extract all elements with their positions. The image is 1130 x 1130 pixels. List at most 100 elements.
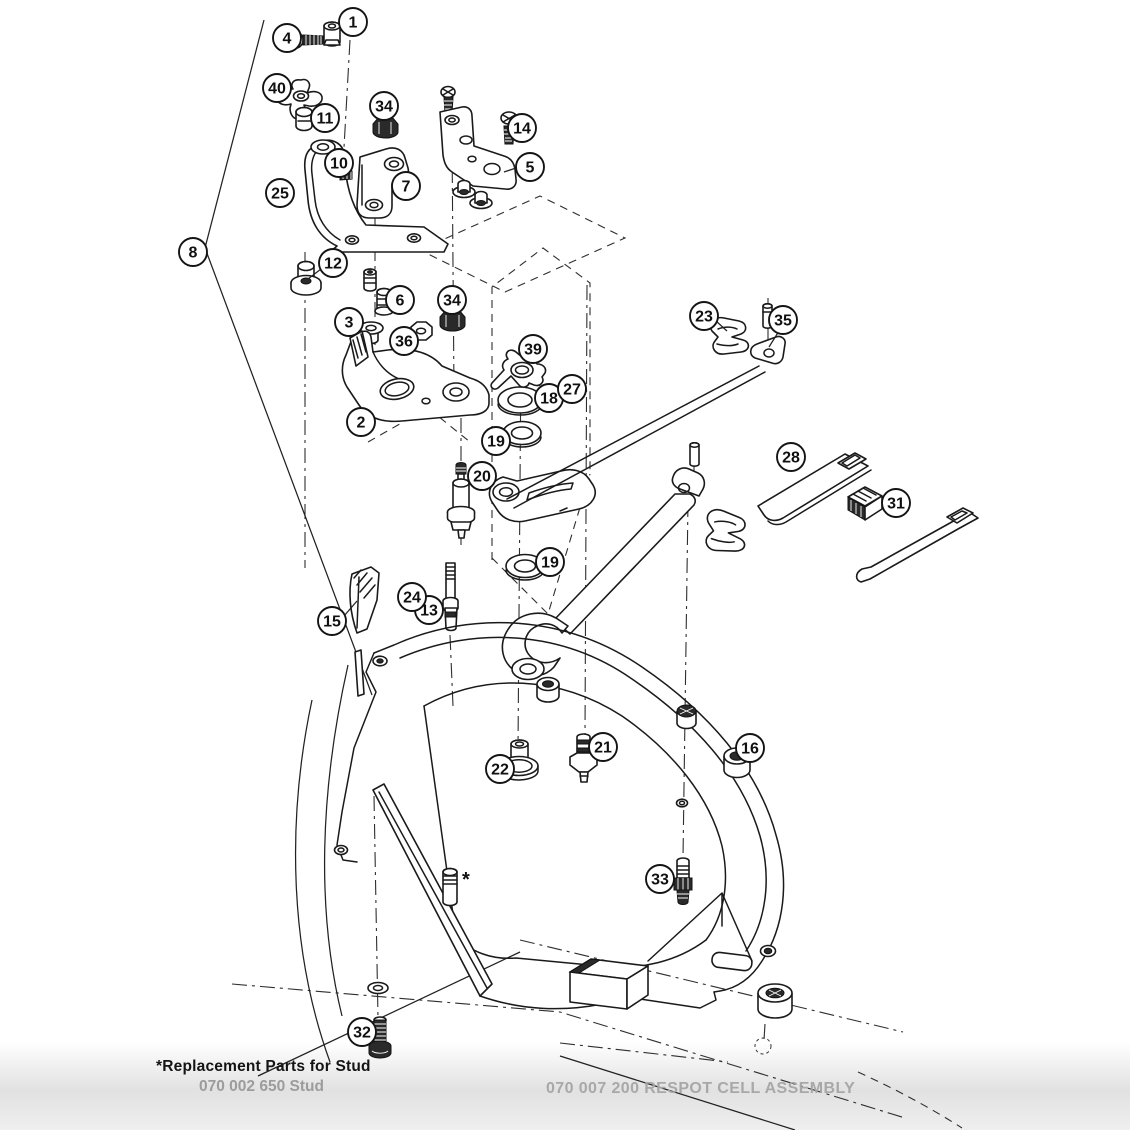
svg-text:14: 14: [513, 121, 531, 138]
callout-8: 8: [178, 237, 208, 267]
callout-14: 14: [507, 113, 537, 143]
part-stud-13-24: [442, 562, 459, 632]
svg-text:24: 24: [403, 590, 421, 607]
centerlines: [231, 39, 906, 1119]
part-bolt-32: [368, 1016, 392, 1059]
part-rod-with-eyelet: [506, 335, 786, 509]
callout-21: 21: [588, 732, 618, 762]
part-screw-33: [673, 857, 693, 905]
part-nut-bottom-right: [757, 983, 793, 1019]
part-strap-28: [757, 452, 872, 526]
floor-gradient-band: [0, 1042, 1130, 1130]
svg-text:23: 23: [695, 309, 713, 326]
part-fitting-1: [323, 21, 341, 47]
svg-text:2: 2: [357, 415, 366, 432]
svg-text:19: 19: [541, 555, 559, 572]
part-block-31: [847, 486, 883, 521]
svg-text:12: 12: [324, 256, 342, 273]
svg-text:22: 22: [491, 762, 509, 779]
callout-16: 16: [735, 733, 765, 763]
callout-22: 22: [485, 754, 515, 784]
part-cam-lever: [488, 468, 596, 523]
callout-19: 19: [481, 426, 511, 456]
callout-20: 20: [467, 461, 497, 491]
callout-34: 34: [369, 91, 399, 121]
svg-text:7: 7: [402, 179, 411, 196]
svg-text:6: 6: [396, 293, 405, 310]
callout-34: 34: [437, 285, 467, 315]
svg-text:18: 18: [540, 391, 558, 408]
callout-6: 6: [385, 285, 415, 315]
callout-24: 24: [397, 582, 427, 612]
part-bracket-5: [439, 85, 517, 190]
callout-layer: 1234567810111213141516181919202122232425…: [178, 7, 911, 1047]
svg-text:31: 31: [887, 496, 905, 513]
part-bracket-2: [341, 330, 490, 423]
footnote-stud-part-number: 070 002 650 Stud: [199, 1078, 324, 1095]
callout-10: 10: [324, 148, 354, 178]
svg-text:19: 19: [487, 434, 505, 451]
construction-lines: [367, 195, 963, 1129]
callout-1: 1: [338, 7, 368, 37]
callout-33: 33: [645, 864, 675, 894]
svg-text:40: 40: [268, 81, 286, 98]
part-plate-16: [333, 621, 785, 1055]
part-strap-right: [855, 507, 979, 583]
callout-5: 5: [515, 152, 545, 182]
part-cap-11: [295, 106, 313, 132]
callout-28: 28: [776, 442, 806, 472]
callout-12: 12: [318, 248, 348, 278]
callout-31: 31: [881, 488, 911, 518]
footnote-replacement-parts: *Replacement Parts for Stud: [156, 1058, 371, 1075]
part-grommet-12: [290, 260, 322, 296]
callout-36: 36: [389, 326, 419, 356]
svg-text:27: 27: [563, 382, 581, 399]
svg-text:34: 34: [375, 99, 393, 116]
svg-text:13: 13: [420, 603, 438, 620]
callout-18: 18: [534, 383, 564, 413]
svg-text:5: 5: [526, 160, 535, 177]
callout-2: 2: [346, 407, 376, 437]
callout-25: 25: [265, 178, 295, 208]
part-stud-replacement: [442, 867, 458, 907]
callout-35: 35: [768, 305, 798, 335]
callout-7: 7: [391, 171, 421, 201]
svg-text:33: 33: [651, 872, 669, 889]
svg-text:35: 35: [774, 313, 792, 330]
part-pin-above-clevis: [689, 442, 700, 467]
svg-text:3: 3: [345, 315, 354, 332]
svg-text:20: 20: [473, 469, 491, 486]
svg-text:4: 4: [283, 31, 292, 48]
callout-3: 3: [334, 307, 364, 337]
callout-4: 4: [272, 23, 302, 53]
part-blade-15: [349, 566, 380, 697]
callout-15: 15: [317, 606, 347, 636]
svg-text:28: 28: [782, 450, 800, 467]
svg-text:16: 16: [741, 741, 759, 758]
part-clip-23: [709, 316, 750, 355]
svg-text:15: 15: [323, 614, 341, 631]
callout-23: 23: [689, 301, 719, 331]
part-washer-19-upper: [502, 420, 542, 448]
svg-text:36: 36: [395, 334, 413, 351]
svg-text:25: 25: [271, 186, 289, 203]
part-stem-21: [569, 733, 598, 783]
svg-text:10: 10: [330, 156, 348, 173]
callout-27: 27: [557, 374, 587, 404]
callout-11: 11: [310, 103, 340, 133]
callout-19: 19: [535, 547, 565, 577]
part-clip-lower: [705, 508, 746, 552]
part-washer-above-32: [367, 981, 389, 995]
part-grommets-under-5: [452, 179, 493, 210]
assembly-caption: 070 007 200 RESPOT CELL ASSEMBLY: [546, 1080, 856, 1097]
part-link-arm: [501, 467, 706, 681]
svg-text:11: 11: [317, 111, 334, 128]
callout-32: 32: [347, 1017, 377, 1047]
svg-text:21: 21: [594, 740, 612, 757]
callout-40: 40: [262, 73, 292, 103]
part-block-on-plate: [568, 958, 649, 1010]
asterisk-marker: *: [462, 869, 470, 891]
svg-text:34: 34: [443, 293, 461, 310]
